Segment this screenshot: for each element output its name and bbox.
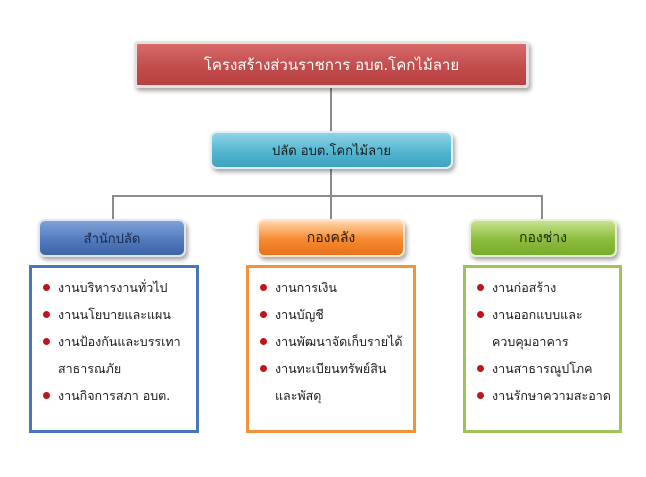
connector-horizontal (112, 195, 543, 197)
list-item: งานบริหารงานทั่วไป (40, 274, 190, 301)
dept-task-list-engineering: งานก่อสร้าง งานออกแบบและควบคุมอาคาร งานส… (463, 265, 622, 433)
connector-to-dept-3 (541, 195, 543, 219)
dept-box-engineering: กองช่าง (469, 219, 617, 257)
dept-label: สำนักปลัด (83, 231, 141, 247)
head-box: ปลัด อบต.โคกไม้ลาย (210, 131, 453, 169)
list-item: งานป้องกันและบรรเทาสาธารณภัย (40, 328, 190, 382)
dept-task-list-office: งานบริหารงานทั่วไป งานนโยบายและแผน งานป้… (29, 265, 199, 433)
connector-to-dept-2 (330, 195, 332, 219)
list-item: งานบัญชี (257, 301, 407, 328)
list-item: งานก่อสร้าง (474, 274, 613, 301)
list-item: งานการเงิน (257, 274, 407, 301)
dept-label: กองคลัง (306, 230, 356, 246)
list-item: งานออกแบบและควบคุมอาคาร (474, 301, 613, 355)
list-item: งานทะเบียนทรัพย์สินและพัสดุ (257, 355, 407, 409)
list-item: งานนโยบายและแผน (40, 301, 190, 328)
head-label: ปลัด อบต.โคกไม้ลาย (272, 143, 391, 159)
dept-box-finance: กองคลัง (257, 219, 405, 257)
connector-head-down (330, 169, 332, 196)
list-item: งานพัฒนาจัดเก็บรายได้ (257, 328, 407, 355)
list-item: งานสาธารณูปโภค (474, 355, 613, 382)
list-item: งานกิจการสภา อบต. (40, 382, 190, 409)
connector-title-to-head (330, 88, 332, 131)
list-item: งานรักษาความสะอาด (474, 382, 613, 409)
org-title: โครงสร้างส่วนราชการ อบต.โคกไม้ลาย (203, 55, 460, 74)
dept-task-list-finance: งานการเงิน งานบัญชี งานพัฒนาจัดเก็บรายได… (246, 265, 416, 433)
org-title-box: โครงสร้างส่วนราชการ อบต.โคกไม้ลาย (134, 41, 529, 88)
dept-box-office: สำนักปลัด (38, 219, 186, 257)
connector-to-dept-1 (112, 195, 114, 219)
dept-label: กองช่าง (519, 230, 567, 246)
